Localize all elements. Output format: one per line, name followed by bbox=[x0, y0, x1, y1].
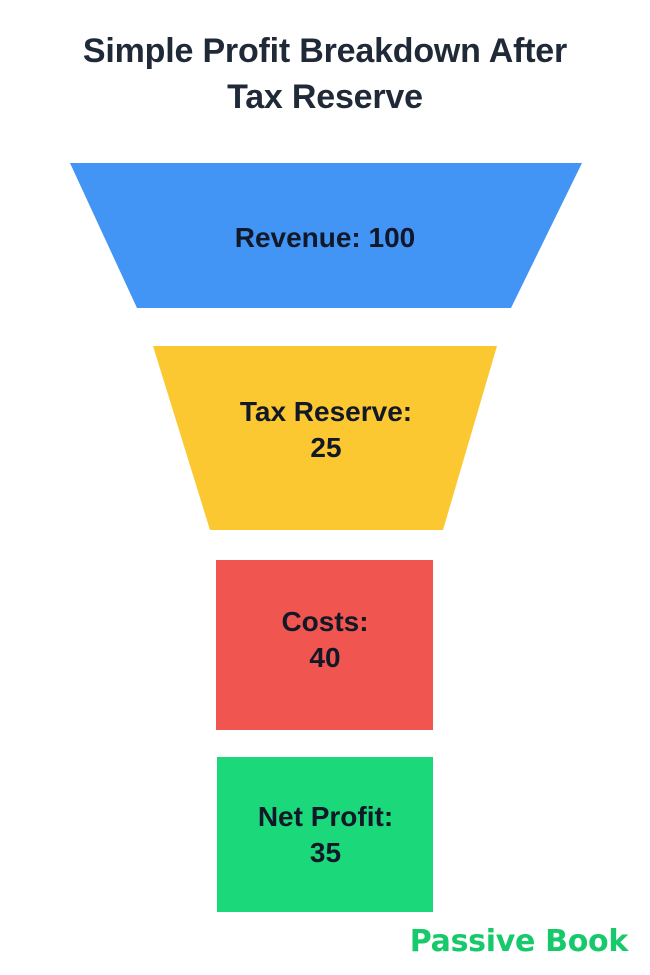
funnel-segment-tax-reserve[interactable] bbox=[153, 346, 497, 530]
page-title: Simple Profit Breakdown After Tax Reserv… bbox=[82, 32, 568, 116]
funnel-segment-net-profit[interactable] bbox=[217, 757, 433, 912]
funnel-segment-costs[interactable] bbox=[216, 560, 433, 730]
brand-watermark: Passive Book bbox=[409, 924, 629, 959]
funnel-segment-revenue[interactable] bbox=[70, 163, 582, 308]
